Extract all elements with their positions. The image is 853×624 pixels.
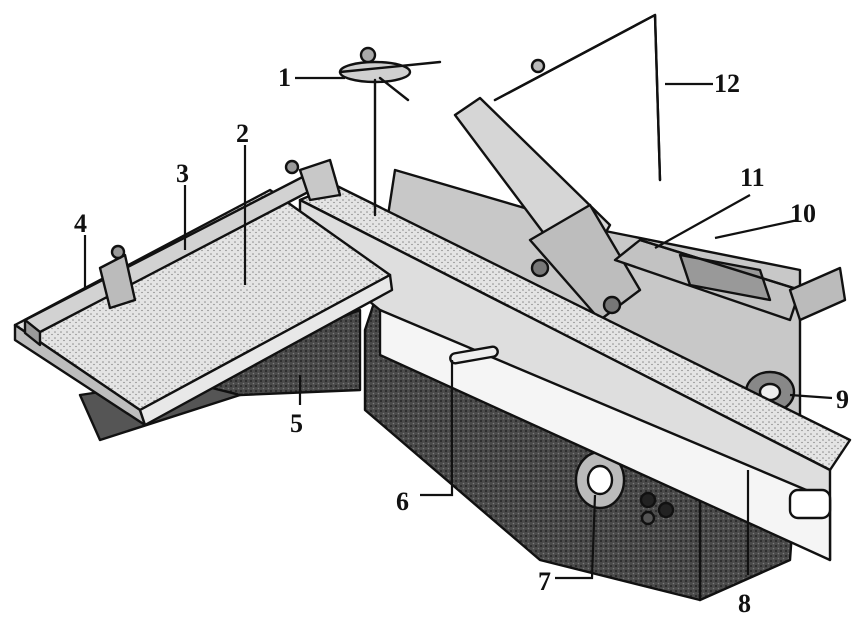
blade-guard-frame [493, 13, 662, 182]
eccentric-clamp [338, 46, 442, 217]
callout-2: 2 [236, 119, 249, 148]
callout-5: 5 [290, 409, 303, 438]
carriage-handle [449, 345, 499, 365]
callout-1: 1 [278, 63, 291, 92]
callout-10: 10 [790, 199, 816, 228]
callout-11: 11 [740, 163, 765, 192]
control-panel [574, 450, 675, 526]
callout-6: 6 [396, 487, 409, 516]
crosscut-fence [23, 158, 342, 347]
rip-fence-assembly [613, 238, 847, 322]
callout-4: 4 [74, 209, 87, 238]
sliding-carriage-beam [298, 183, 852, 562]
callout-3: 3 [176, 159, 189, 188]
extension-table [13, 188, 394, 427]
callout-12: 12 [714, 69, 740, 98]
callout-7: 7 [538, 567, 551, 596]
blade-guard-arm [453, 96, 642, 322]
callout-labels: 1 2 3 4 5 6 7 8 9 10 11 12 [74, 63, 849, 618]
leader-lines [83, 76, 833, 580]
callout-8: 8 [738, 589, 751, 618]
callout-9: 9 [836, 385, 849, 414]
